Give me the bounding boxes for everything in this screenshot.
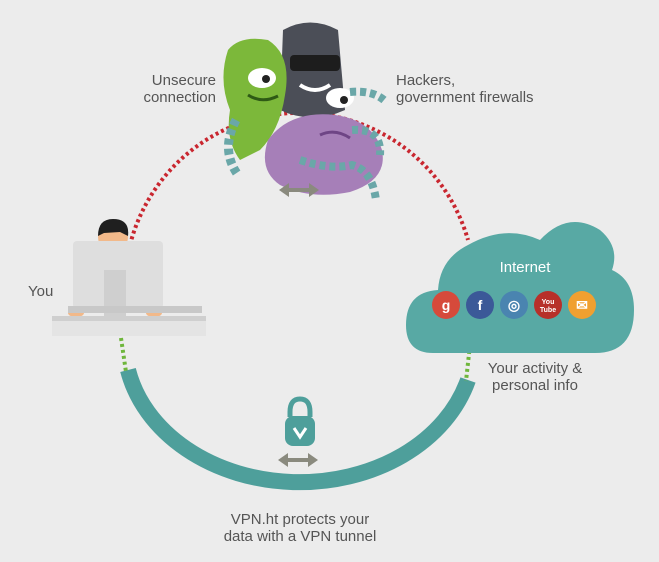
instagram-icon: ◎ <box>500 291 528 319</box>
svg-text:f: f <box>478 297 483 313</box>
you-label: You <box>28 283 54 300</box>
internet-label: Internet <box>499 259 551 276</box>
lock-icon <box>285 396 315 446</box>
svg-text:◎: ◎ <box>508 297 520 313</box>
hackers-label: Hackers, government firewalls <box>396 72 534 106</box>
svg-text:✉: ✉ <box>576 297 588 313</box>
vpn-tunnel-label: VPN.ht protects your data with a VPN tun… <box>223 511 377 545</box>
unsecure-connection-label: Unsecure connection <box>143 72 216 106</box>
bottom-double-arrow-icon <box>278 453 318 467</box>
top-double-arrow-icon <box>279 183 319 197</box>
activity-label: Your activity & personal info <box>487 360 583 394</box>
svg-text:g: g <box>442 297 451 313</box>
vpn-tunnel <box>120 368 476 491</box>
facebook-icon: f <box>466 291 494 319</box>
internet-cloud <box>406 222 634 353</box>
user-at-computer-illustration <box>52 219 206 336</box>
secure-connector-left <box>119 337 128 373</box>
hackers-monsters-illustration <box>223 22 387 201</box>
google-icon: g <box>432 291 460 319</box>
email-icon: ✉ <box>568 291 596 319</box>
